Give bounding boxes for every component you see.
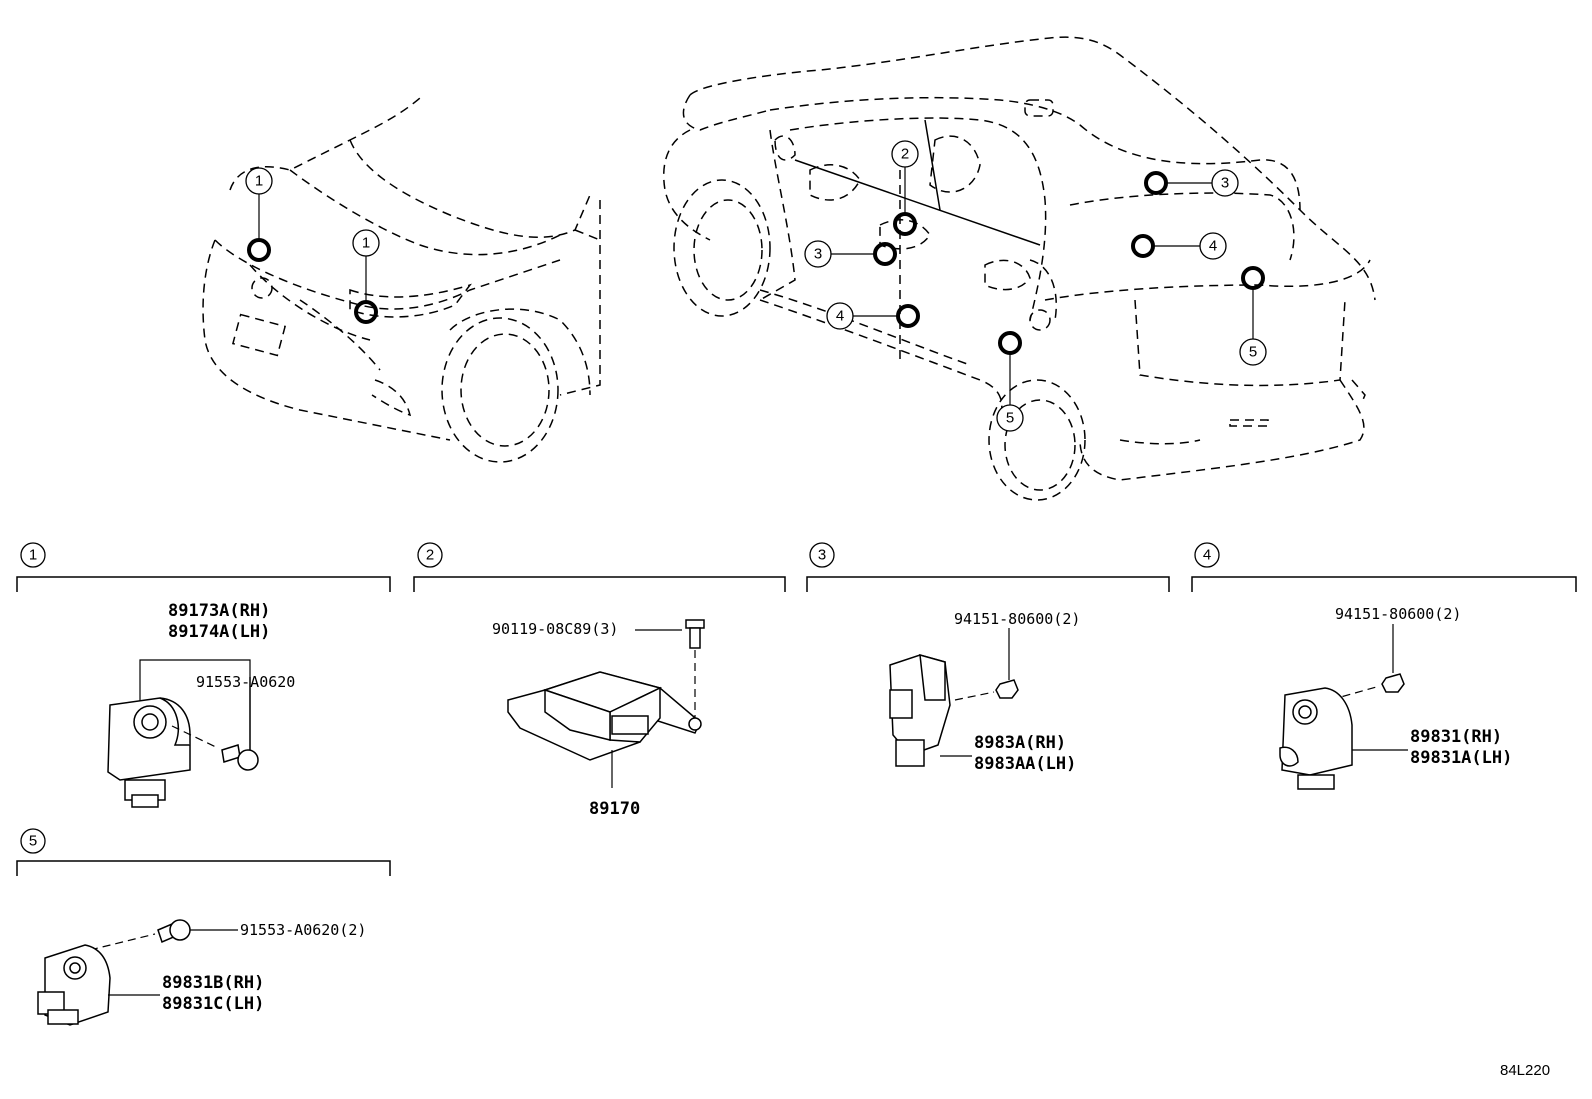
svg-text:2: 2 [426,547,434,564]
svg-text:5: 5 [1006,410,1014,427]
part-number-89831A: 89831A(LH) [1410,748,1512,768]
part-number-94151-80600: 94151-80600(2) [954,610,1080,628]
part-number-89174A: 89174A(LH) [168,622,270,642]
callout-4-cabin: 4 [826,302,854,330]
part-number-89170: 89170 [589,799,640,819]
section-5-header: 5 [16,828,391,876]
svg-text:5: 5 [29,833,37,850]
part-number-89831: 89831(RH) [1410,727,1502,747]
part-number-89173A: 89173A(RH) [168,601,270,621]
callout-3-rear: 3 [1211,169,1239,197]
nut-part [995,679,1019,699]
front-car-illustration [202,97,601,463]
part-number-91553-A0620: 91553-A0620(2) [240,921,366,939]
sensor-location-dot [247,238,271,262]
svg-text:3: 3 [1221,175,1229,192]
sensor-location-dot [896,304,920,328]
sensor-location-dot [1144,171,1168,195]
rear-car-illustration [663,36,1376,501]
section-3-parts: 94151-80600(2) 8983A(RH) 8983AA(LH) [889,610,1080,774]
bolt-part [221,677,259,771]
svg-text:4: 4 [836,308,844,325]
callout-1-front-left: 1 [245,167,273,195]
sensor-location-dot [893,212,917,236]
part-number-91553-A0620: 91553-A0620 [196,673,295,691]
section-4-header: 4 [1191,542,1577,592]
svg-text:4: 4 [1209,238,1217,255]
callout-3-cabin: 3 [804,240,832,268]
sensor-location-dot [1241,266,1265,290]
airbag-sensor-ecu-part [507,671,702,788]
front-impact-sensor-part [107,697,191,808]
part-number-94151-80600: 94151-80600(2) [1335,605,1461,623]
svg-text:3: 3 [818,547,826,564]
section-4-parts: 94151-80600(2) 89831(RH) 89831A(LH) [1279,605,1512,790]
bolt-part [685,619,705,649]
svg-text:1: 1 [29,547,37,564]
rear-door-impact-sensor-part [37,944,160,1026]
section-2-parts: 90119-08C89(3) 89170 [492,619,705,819]
rear-impact-sensor-part [1279,687,1408,790]
part-number-90119-08C89: 90119-08C89(3) [492,620,618,638]
svg-text:2: 2 [901,146,909,163]
part-number-89831C: 89831C(LH) [162,994,264,1014]
nut-part [1381,673,1405,693]
callout-1-front-center: 1 [352,229,380,257]
section-2-header: 2 [413,542,786,592]
illustration-code: 84L220 [1500,1062,1550,1079]
svg-text:1: 1 [362,235,370,252]
svg-text:3: 3 [814,246,822,263]
callout-5-rear-wheel: 5 [996,404,1024,432]
section-1-parts: 89173A(RH) 89174A(LH) 91553-A0620 [107,601,295,808]
callout-5-rear: 5 [1239,338,1267,366]
sensor-location-dot [998,331,1022,355]
section-5-parts: 91553-A0620(2) 89831B(RH) 89831C(LH) [37,919,366,1026]
svg-text:4: 4 [1203,547,1211,564]
part-number-8983A: 8983A(RH) [974,733,1066,753]
section-1-header: 1 [16,542,391,592]
part-number-89831B: 89831B(RH) [162,973,264,993]
sensor-location-dot [1131,234,1155,258]
callout-2-cabin: 2 [891,140,919,168]
section-3-header: 3 [806,542,1170,592]
bolt-part [157,919,191,944]
svg-text:1: 1 [255,173,263,190]
svg-text:5: 5 [1249,344,1257,361]
side-impact-sensor-part [889,653,972,767]
part-number-8983AA: 8983AA(LH) [974,754,1076,774]
callout-4-rear: 4 [1199,232,1227,260]
